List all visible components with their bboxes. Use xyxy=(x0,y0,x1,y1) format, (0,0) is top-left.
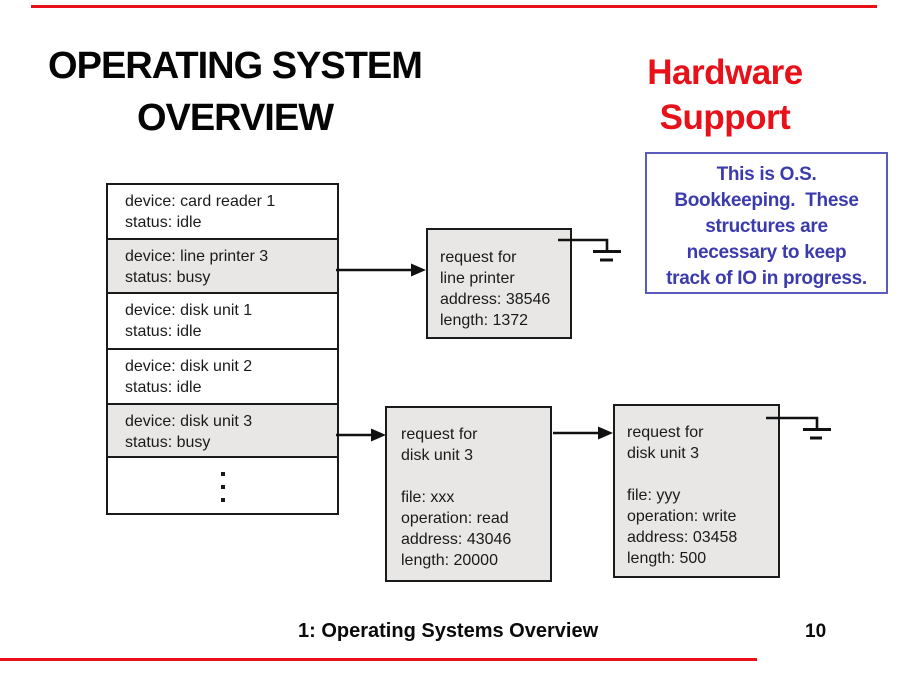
status-label: status: idle xyxy=(125,323,202,340)
request-line: length: 500 xyxy=(627,550,707,567)
device-row-disk-unit-2: device: disk unit 2 status: idle xyxy=(108,350,337,405)
page-number: 10 xyxy=(805,621,827,642)
ellipsis-dot xyxy=(220,497,225,502)
device-label: device: disk unit 3 xyxy=(125,413,253,430)
note-line: structures are xyxy=(705,216,828,237)
ellipsis-dot xyxy=(220,471,225,476)
request-line: file: yyy xyxy=(627,487,681,504)
device-label: device: card reader 1 xyxy=(125,193,276,210)
slide-subtitle-line1: Hardware xyxy=(647,53,803,92)
note-line: track of IO in progress. xyxy=(666,268,867,289)
request-line: address: 43046 xyxy=(401,531,512,548)
request-line xyxy=(401,466,550,487)
device-row-disk-unit-1: device: disk unit 1 status: idle xyxy=(108,294,337,350)
request-line: request for xyxy=(440,249,517,266)
device-row-line-printer-3: device: line printer 3 status: busy xyxy=(108,240,337,294)
device-label: device: disk unit 1 xyxy=(125,302,253,319)
request-line: length: 20000 xyxy=(401,552,498,569)
request-line xyxy=(627,464,778,485)
request-box-disk-unit-3-read: request for disk unit 3 file: xxx operat… xyxy=(385,406,552,582)
request-box-disk-unit-3-write: request for disk unit 3 file: yyy operat… xyxy=(613,404,780,578)
device-label: device: disk unit 2 xyxy=(125,358,253,375)
ellipsis-dot xyxy=(220,484,225,489)
request-line: file: xxx xyxy=(401,489,455,506)
slide-subtitle-line2: Support xyxy=(659,98,791,137)
arrow-disk-unit3-to-request xyxy=(336,428,386,442)
request-line: request for xyxy=(401,426,478,443)
status-label: status: idle xyxy=(125,214,202,231)
slide-title: OPERATING SYSTEM OVERVIEW xyxy=(25,40,445,144)
status-label: status: busy xyxy=(125,269,211,286)
request-line: request for xyxy=(627,424,704,441)
slide-title-line2: OVERVIEW xyxy=(136,97,334,139)
request-line: disk unit 3 xyxy=(401,447,474,464)
request-line: length: 1372 xyxy=(440,312,529,329)
request-line: operation: read xyxy=(401,510,509,527)
status-label: status: busy xyxy=(125,434,211,451)
slide-title-line1: OPERATING SYSTEM xyxy=(48,45,423,87)
status-label: status: idle xyxy=(125,379,202,396)
request-line: disk unit 3 xyxy=(627,445,700,462)
note-line: necessary to keep xyxy=(686,242,847,263)
bottom-accent-line xyxy=(0,658,757,661)
footer-title: 1: Operating Systems Overview xyxy=(298,620,599,642)
request-line: address: 38546 xyxy=(440,291,551,308)
device-label: device: line printer 3 xyxy=(125,248,269,265)
device-row-card-reader-1: device: card reader 1 status: idle xyxy=(108,185,337,240)
arrow-line-printer-to-request xyxy=(336,263,426,277)
device-row-disk-unit-3: device: disk unit 3 status: busy xyxy=(108,405,337,458)
request-line: line printer xyxy=(440,270,515,287)
ellipsis-row xyxy=(108,458,337,513)
slide-subtitle: Hardware Support xyxy=(630,50,820,140)
request-box-line-printer: request for line printer address: 38546 … xyxy=(426,228,572,339)
arrow-request-to-request xyxy=(553,426,613,440)
top-accent-line xyxy=(31,5,877,8)
note-line: Bookkeeping. These xyxy=(674,190,859,211)
request-line: address: 03458 xyxy=(627,529,738,546)
request-line: operation: write xyxy=(627,508,737,525)
os-bookkeeping-note: This is O.S. Bookkeeping. These structur… xyxy=(645,152,888,294)
note-line: This is O.S. xyxy=(716,164,817,185)
device-status-table: device: card reader 1 status: idle devic… xyxy=(106,183,339,515)
